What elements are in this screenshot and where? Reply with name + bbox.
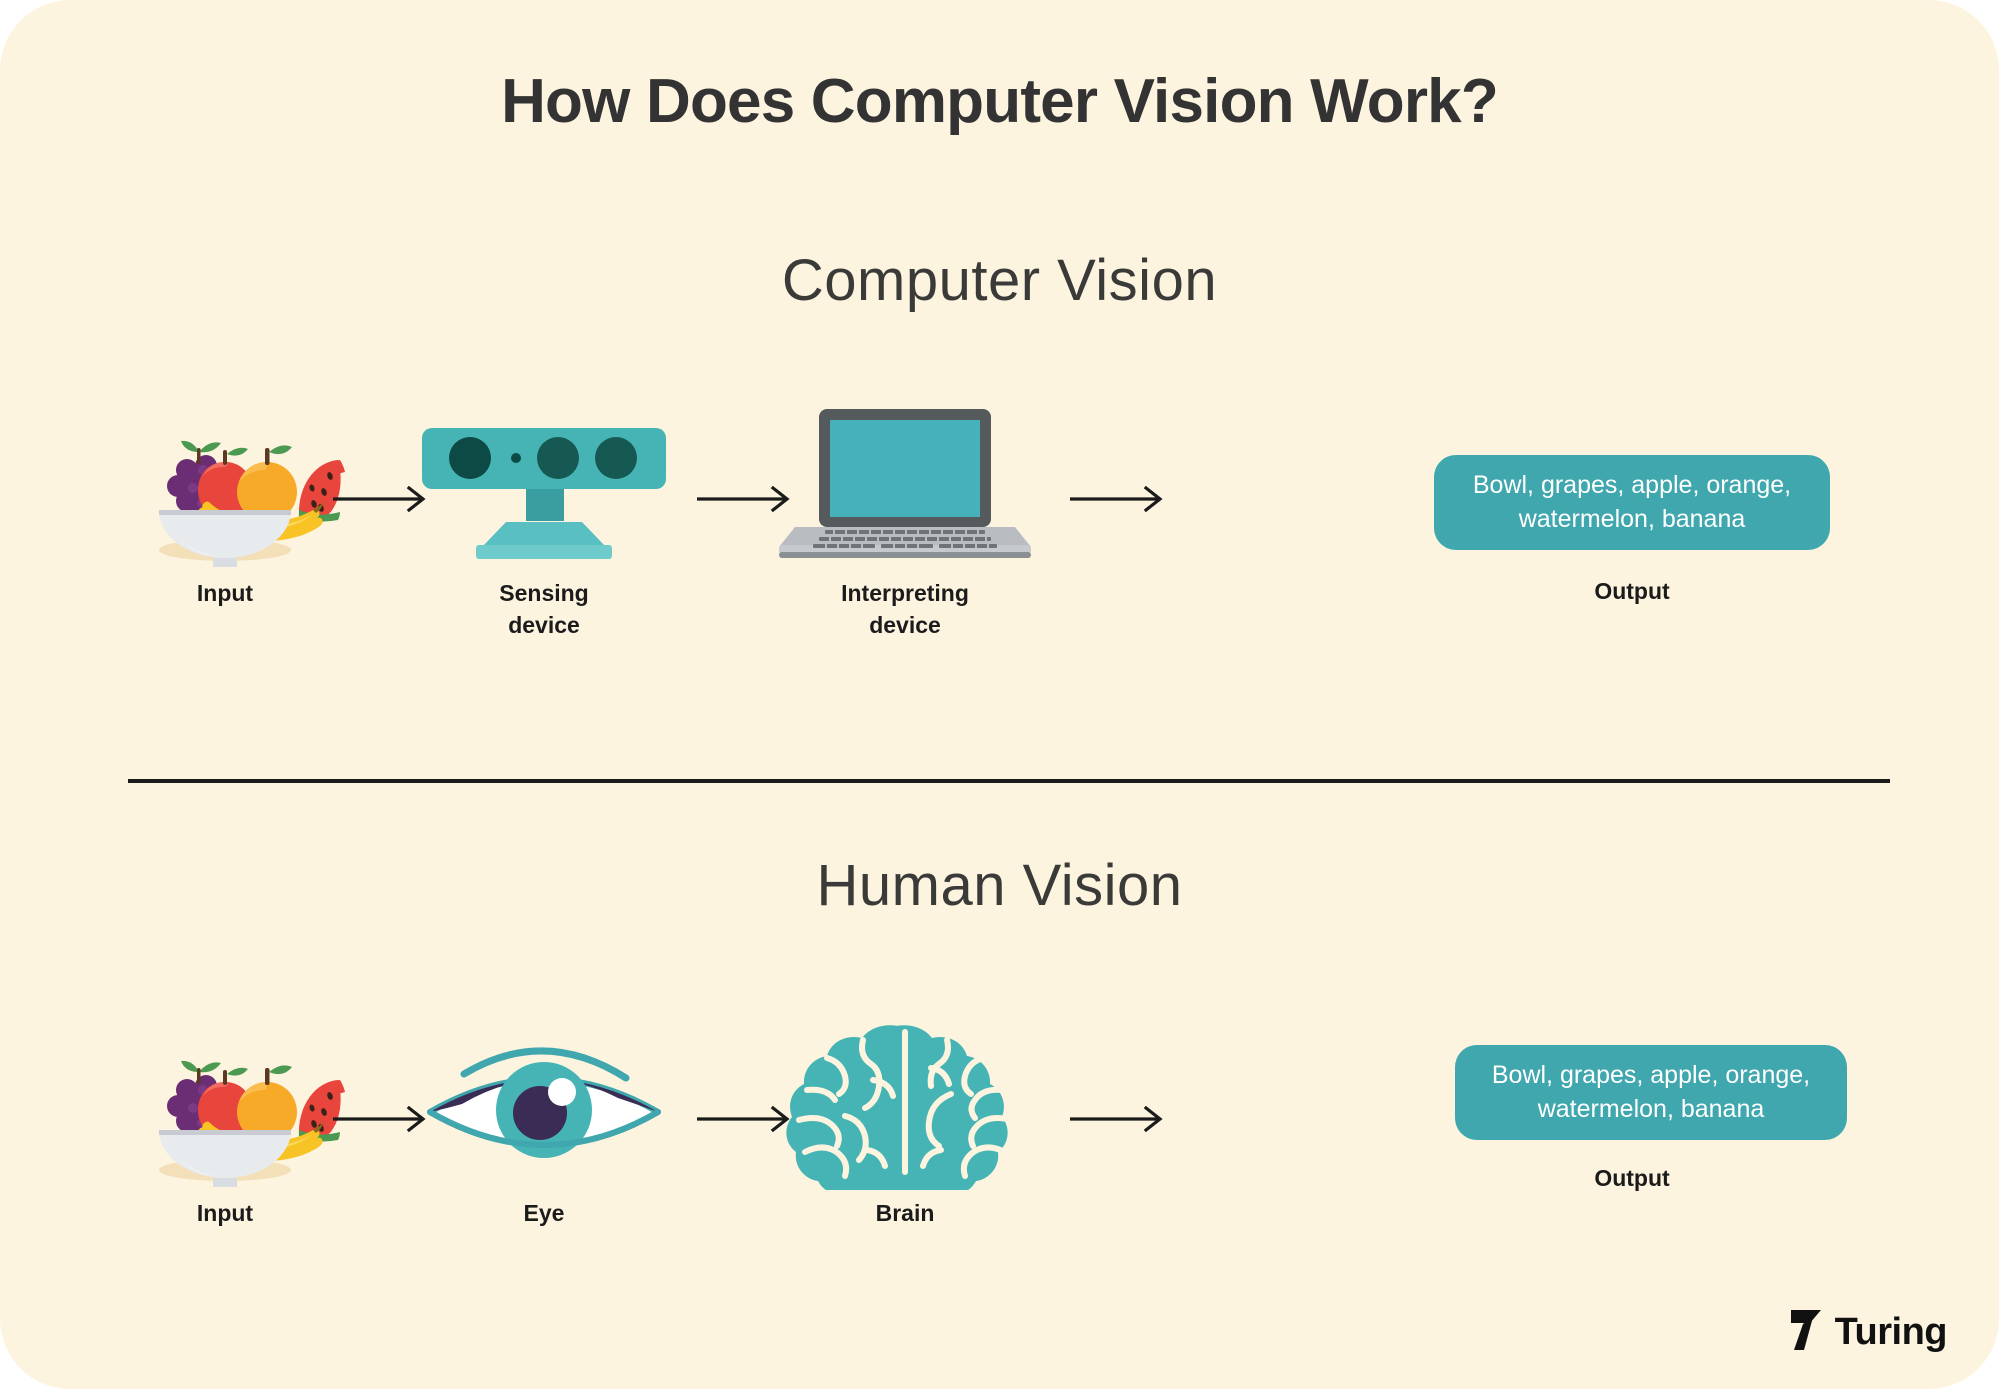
- stage-label-input: Input: [196, 580, 254, 606]
- section-heading-human-vision: Human Vision: [816, 853, 1183, 918]
- stage-brain: Brain: [755, 1020, 1055, 1226]
- output-label-computer-vision: Output: [1594, 578, 1670, 604]
- eye-icon: [394, 1020, 694, 1190]
- arrow-right-icon: [1070, 1105, 1166, 1137]
- stage-eye: Eye: [394, 1020, 694, 1226]
- fruit-bowl-icon: [75, 400, 375, 570]
- stage-label-line1: Interpreting: [841, 580, 969, 606]
- turing-logo-icon: [1789, 1308, 1823, 1357]
- arrow-right-icon: [1070, 485, 1166, 517]
- sensor-camera-icon: [394, 400, 694, 570]
- stage-label-eye: Eye: [523, 1200, 565, 1226]
- stage-input-human-vision: Input: [75, 1020, 375, 1226]
- stage-interpreting-device: Interpreting device: [755, 400, 1055, 638]
- stage-label-sensing-device: Sensing device: [394, 578, 694, 641]
- arrow-right-icon: [333, 1105, 429, 1137]
- arrow-right-icon: [697, 485, 793, 517]
- section-heading-computer-vision: Computer Vision: [781, 248, 1218, 313]
- brand-logo: Turing: [1789, 1308, 1948, 1357]
- output-label-human-vision: Output: [1594, 1165, 1670, 1191]
- arrow-right-icon: [333, 485, 429, 517]
- stage-input-computer-vision: Input: [75, 400, 375, 606]
- stage-label-line1: Sensing: [499, 580, 589, 606]
- output-pill-human-vision: Bowl, grapes, apple, orange, watermelon,…: [1455, 1045, 1847, 1140]
- output-pill-computer-vision: Bowl, grapes, apple, orange, watermelon,…: [1434, 455, 1830, 550]
- stage-label-line2: device: [869, 611, 941, 638]
- page-title: How Does Computer Vision Work?: [501, 67, 1499, 136]
- laptop-icon: [755, 400, 1055, 570]
- arrow-right-icon: [697, 1105, 793, 1137]
- brand-name: Turing: [1834, 1311, 1948, 1353]
- stage-label-interpreting-device: Interpreting device: [755, 578, 1055, 641]
- stage-label-brain: Brain: [875, 1200, 935, 1226]
- stage-label-input: Input: [196, 1200, 254, 1226]
- section-divider: [128, 779, 1890, 783]
- computer-vision-flow: Input: [0, 400, 1999, 660]
- brain-icon: [755, 1020, 1055, 1200]
- stage-label-line2: device: [508, 611, 580, 638]
- human-vision-flow: Input: [0, 1020, 1999, 1280]
- stage-sensing-device: Sensing device: [394, 400, 694, 638]
- fruit-bowl-icon: [75, 1020, 375, 1190]
